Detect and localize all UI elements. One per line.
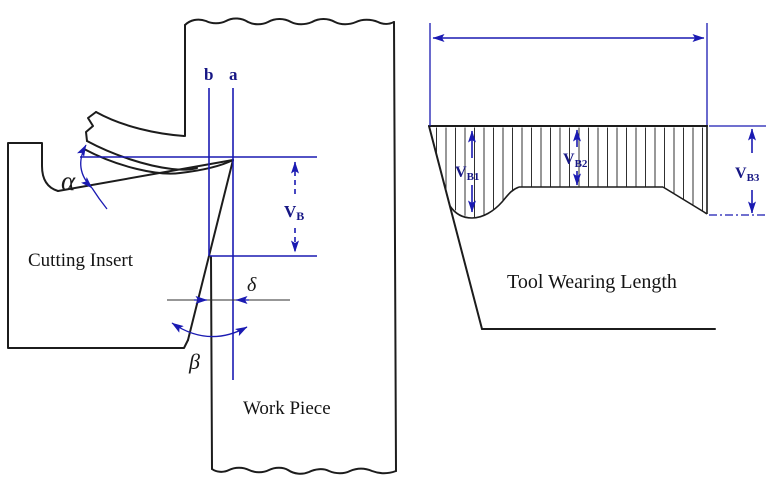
- line-a-label: a: [229, 65, 238, 84]
- vb3-dimension-arrow: [709, 125, 766, 216]
- beta-angle-arc: [171, 322, 248, 338]
- tool-wearing-length-caption: Tool Wearing Length: [507, 271, 677, 293]
- beta-label: β: [188, 349, 200, 374]
- wear-zone-hatching: [436, 127, 703, 218]
- work-piece-label: Work Piece: [243, 398, 331, 419]
- worn-flank-line: [187, 159, 234, 341]
- reference-lines: [80, 88, 317, 380]
- tool-body-outline: [428, 125, 716, 330]
- alpha-angle-arc: [77, 144, 108, 210]
- vb-label: VB: [284, 202, 304, 223]
- delta-label: δ: [247, 274, 257, 296]
- vb3-label: VB3: [735, 165, 760, 184]
- left-figure-cutting-zone: Cutting Insert Work Piece b a α δ β VB: [7, 17, 397, 475]
- line-b-label: b: [204, 65, 213, 84]
- chip-outline: [85, 111, 198, 171]
- vb2-label: VB2: [563, 151, 588, 170]
- wearing-length-dimension: [429, 23, 708, 126]
- cutting-insert-label: Cutting Insert: [28, 250, 134, 271]
- right-figure-tool-wear: VB1 VB2 VB3 Tool Wearing Length: [428, 23, 766, 330]
- alpha-label: α: [61, 166, 76, 196]
- wear-notch-curve: [449, 186, 520, 219]
- cutting-insert-outline: [7, 142, 234, 349]
- vb1-label: VB1: [455, 164, 479, 183]
- work-piece-outline: [184, 17, 397, 475]
- rake-crater-curve: [83, 148, 234, 175]
